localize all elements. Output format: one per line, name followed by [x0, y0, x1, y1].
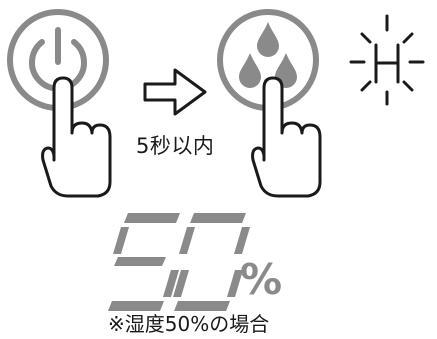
humidity-note-label: ※湿度50%の場合	[108, 312, 270, 336]
time-limit-label: 5秒以内	[136, 134, 215, 158]
segment-digit-0	[173, 213, 250, 311]
percent-unit-label: %	[240, 255, 283, 304]
power-button-icon	[7, 9, 109, 111]
segment-digit-5	[108, 213, 180, 311]
pointing-finger-icon-left	[41, 76, 112, 198]
seven-segment-display	[108, 213, 250, 311]
pointing-finger-icon-right	[251, 76, 322, 198]
blinking-h-icon	[349, 14, 425, 106]
arrow-right-icon	[143, 68, 207, 116]
